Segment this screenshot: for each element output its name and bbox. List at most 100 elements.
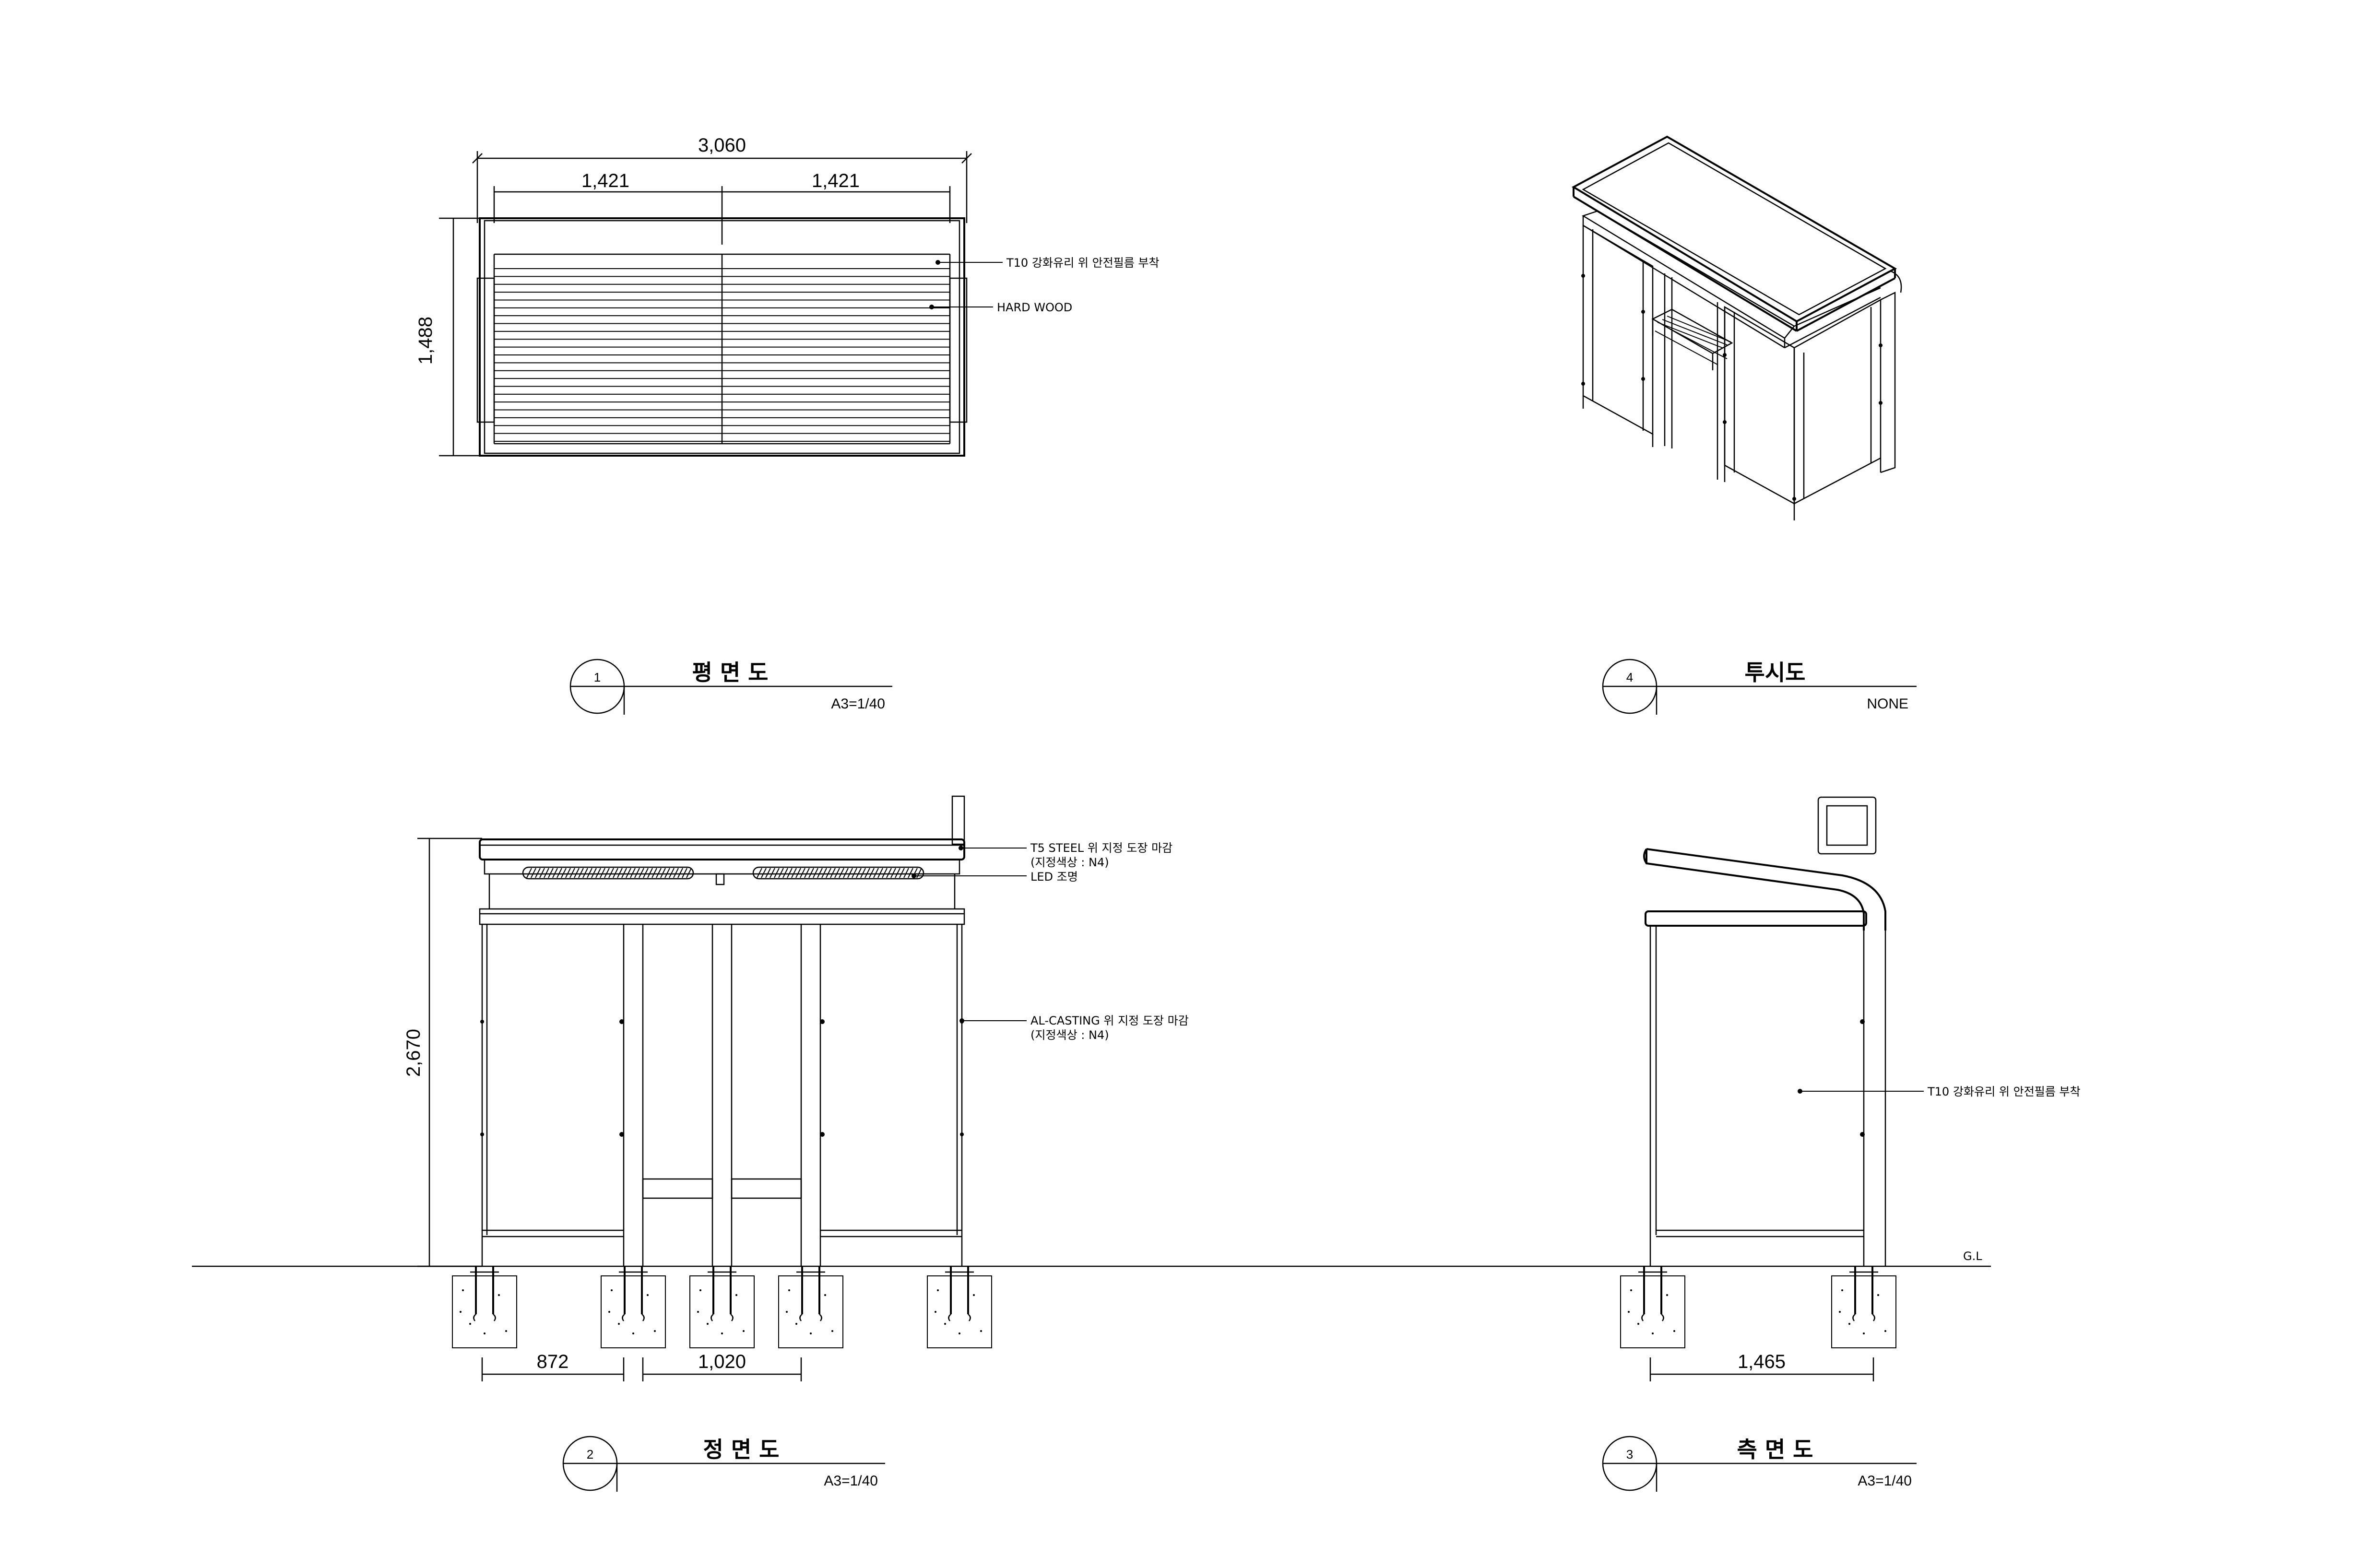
led-hatch-line (903, 868, 909, 878)
front-sign-post (951, 795, 965, 845)
led-hatch-line (677, 868, 683, 878)
front-led-strips (522, 866, 924, 885)
foundation-block (689, 1266, 755, 1348)
led-hatch-line (860, 868, 866, 878)
foundation-block (927, 1266, 992, 1348)
side-view-number: 3 (1626, 1447, 1633, 1462)
side-foundations (1620, 1266, 1896, 1348)
led-hatch-line (808, 868, 814, 878)
plan-overall-width-label: 3,060 (698, 135, 746, 156)
side-screen (1817, 796, 1877, 855)
led-hatch-line (669, 868, 675, 878)
foundation-block (778, 1266, 843, 1348)
foundation-block (1831, 1266, 1896, 1348)
led-hatch-line (761, 868, 767, 878)
front-dim-bottom: 872 1,020 (481, 1351, 802, 1381)
side-fixings (1860, 1019, 1865, 1137)
led-hatch-line (578, 868, 584, 878)
perspective-view: 4 투시도 NONE (1571, 135, 1917, 715)
led-hatch-line (531, 868, 536, 878)
side-dim-depth: 1,465 (1649, 1351, 1874, 1381)
perspective-view-title: 투시도 (1745, 660, 1806, 685)
perspective-center-frame (1651, 273, 1733, 482)
plan-view-number: 1 (594, 670, 601, 684)
side-depth-label: 1,465 (1738, 1351, 1786, 1372)
front-led-hatch (526, 868, 922, 878)
plan-dim-depth: 1,488 (415, 217, 485, 457)
side-title-block: 3 측 면 도 A3=1/40 (1602, 1436, 1917, 1492)
led-hatch-line (656, 868, 662, 878)
led-hatch-line (834, 868, 840, 878)
led-hatch-line (869, 868, 875, 878)
led-hatch-line (830, 868, 836, 878)
front-foundations (452, 1266, 992, 1348)
plan-notes: T10 강화유리 위 안전필름 부착 HARD WOOD (929, 256, 1160, 314)
perspective-view-number: 4 (1626, 670, 1633, 684)
led-hatch-line (882, 868, 888, 878)
led-hatch-line (813, 868, 818, 878)
front-structure (481, 924, 963, 1266)
led-hatch-line (630, 868, 636, 878)
led-hatch-line (639, 868, 644, 878)
led-hatch-line (526, 868, 532, 878)
perspective-left-panel (1582, 224, 1654, 447)
foundation-block (601, 1266, 666, 1348)
front-casting-note-1: AL-CASTING 위 지정 도장 마감 (1030, 1014, 1189, 1027)
led-hatch-line (843, 868, 849, 878)
led-hatch-line (757, 868, 762, 878)
led-hatch-line (595, 868, 601, 878)
side-panel (1645, 910, 1886, 1266)
led-hatch-line (682, 868, 687, 878)
perspective-roof (1571, 135, 1902, 332)
led-hatch-line (565, 868, 571, 878)
led-hatch-line (873, 868, 879, 878)
led-hatch-line (877, 868, 883, 878)
led-hatch-line (852, 868, 857, 878)
led-hatch-line (617, 868, 623, 878)
front-led-note: LED 조명 (1030, 870, 1078, 884)
plan-dim-overall: 3,060 (472, 135, 972, 223)
perspective-canopy-frame (1582, 210, 1881, 349)
perspective-right-panel (1724, 291, 1896, 520)
led-hatch-line (621, 868, 627, 878)
led-hatch-line (826, 868, 831, 878)
led-hatch-line (604, 868, 610, 878)
led-hatch-line (765, 868, 771, 878)
led-hatch-line (643, 868, 649, 878)
led-hatch-line (608, 868, 614, 878)
ground-line-label: G.L (1963, 1250, 1982, 1263)
led-hatch-line (544, 868, 549, 878)
led-hatch-line (899, 868, 905, 878)
front-view-number: 2 (587, 1447, 593, 1462)
perspective-view-scale: NONE (1867, 696, 1908, 712)
led-hatch-line (782, 868, 788, 878)
led-hatch-line (847, 868, 853, 878)
led-hatch-line (664, 868, 670, 878)
front-bay-center-label: 1,020 (698, 1351, 746, 1372)
led-hatch-line (839, 868, 844, 878)
front-roof (479, 838, 965, 925)
led-hatch-line (548, 868, 554, 878)
front-casting-note-2: (지정색상 : N4) (1030, 1028, 1109, 1042)
led-hatch-line (800, 868, 805, 878)
led-hatch-line (651, 868, 657, 878)
front-title-block: 2 정 면 도 A3=1/40 (562, 1436, 885, 1492)
led-hatch-line (787, 868, 793, 878)
side-glass-note: T10 강화유리 위 안전필름 부착 (1927, 1085, 2081, 1098)
led-hatch-line (817, 868, 823, 878)
led-hatch-line (895, 868, 900, 878)
led-hatch-line (535, 868, 541, 878)
led-hatch-line (886, 868, 892, 878)
plan-roof-outline (476, 217, 968, 457)
front-height-label: 2,670 (403, 1029, 424, 1077)
front-bay-left-label: 872 (537, 1351, 569, 1372)
perspective-fixings (1581, 274, 1883, 501)
plan-view: 3,060 1,421 1,421 1,488 (415, 135, 1160, 715)
plan-view-title: 평 면 도 (692, 660, 769, 685)
plan-dim-halves: 1,421 1,421 (493, 170, 951, 245)
led-hatch-line (539, 868, 545, 878)
led-hatch-line (552, 868, 558, 878)
led-hatch-line (600, 868, 605, 878)
led-hatch-line (864, 868, 870, 878)
